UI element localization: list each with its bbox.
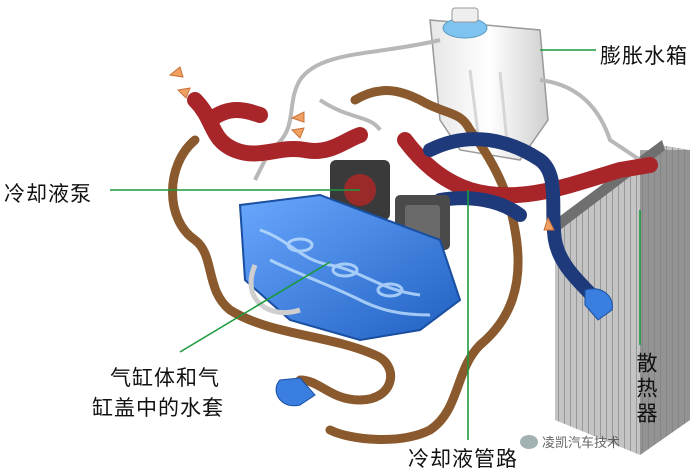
label-expansion-tank: 膨胀水箱 xyxy=(600,44,688,68)
leader-jacket xyxy=(179,261,331,353)
watermark: 凌凯汽车技术 xyxy=(520,432,620,451)
label-water-jacket-line2: 缸盖中的水套 xyxy=(92,396,224,420)
watermark-text: 凌凯汽车技术 xyxy=(542,436,621,451)
label-coolant-pump: 冷却液泵 xyxy=(4,182,92,206)
radiator xyxy=(548,140,690,455)
label-radiator: 散热器 xyxy=(634,352,658,427)
hot-pipes xyxy=(187,92,658,204)
wechat-icon xyxy=(520,434,538,449)
label-coolant-pipes: 冷却液管路 xyxy=(408,447,518,471)
flow-arrow-icon xyxy=(168,66,555,231)
bottom-fitting xyxy=(275,377,316,407)
leader-lines xyxy=(110,49,641,440)
radiator-outlet xyxy=(584,288,613,321)
label-water-jacket-line1: 气缸体和气 xyxy=(110,366,220,390)
bleed-lines xyxy=(253,38,642,181)
water-jacket xyxy=(238,193,462,342)
